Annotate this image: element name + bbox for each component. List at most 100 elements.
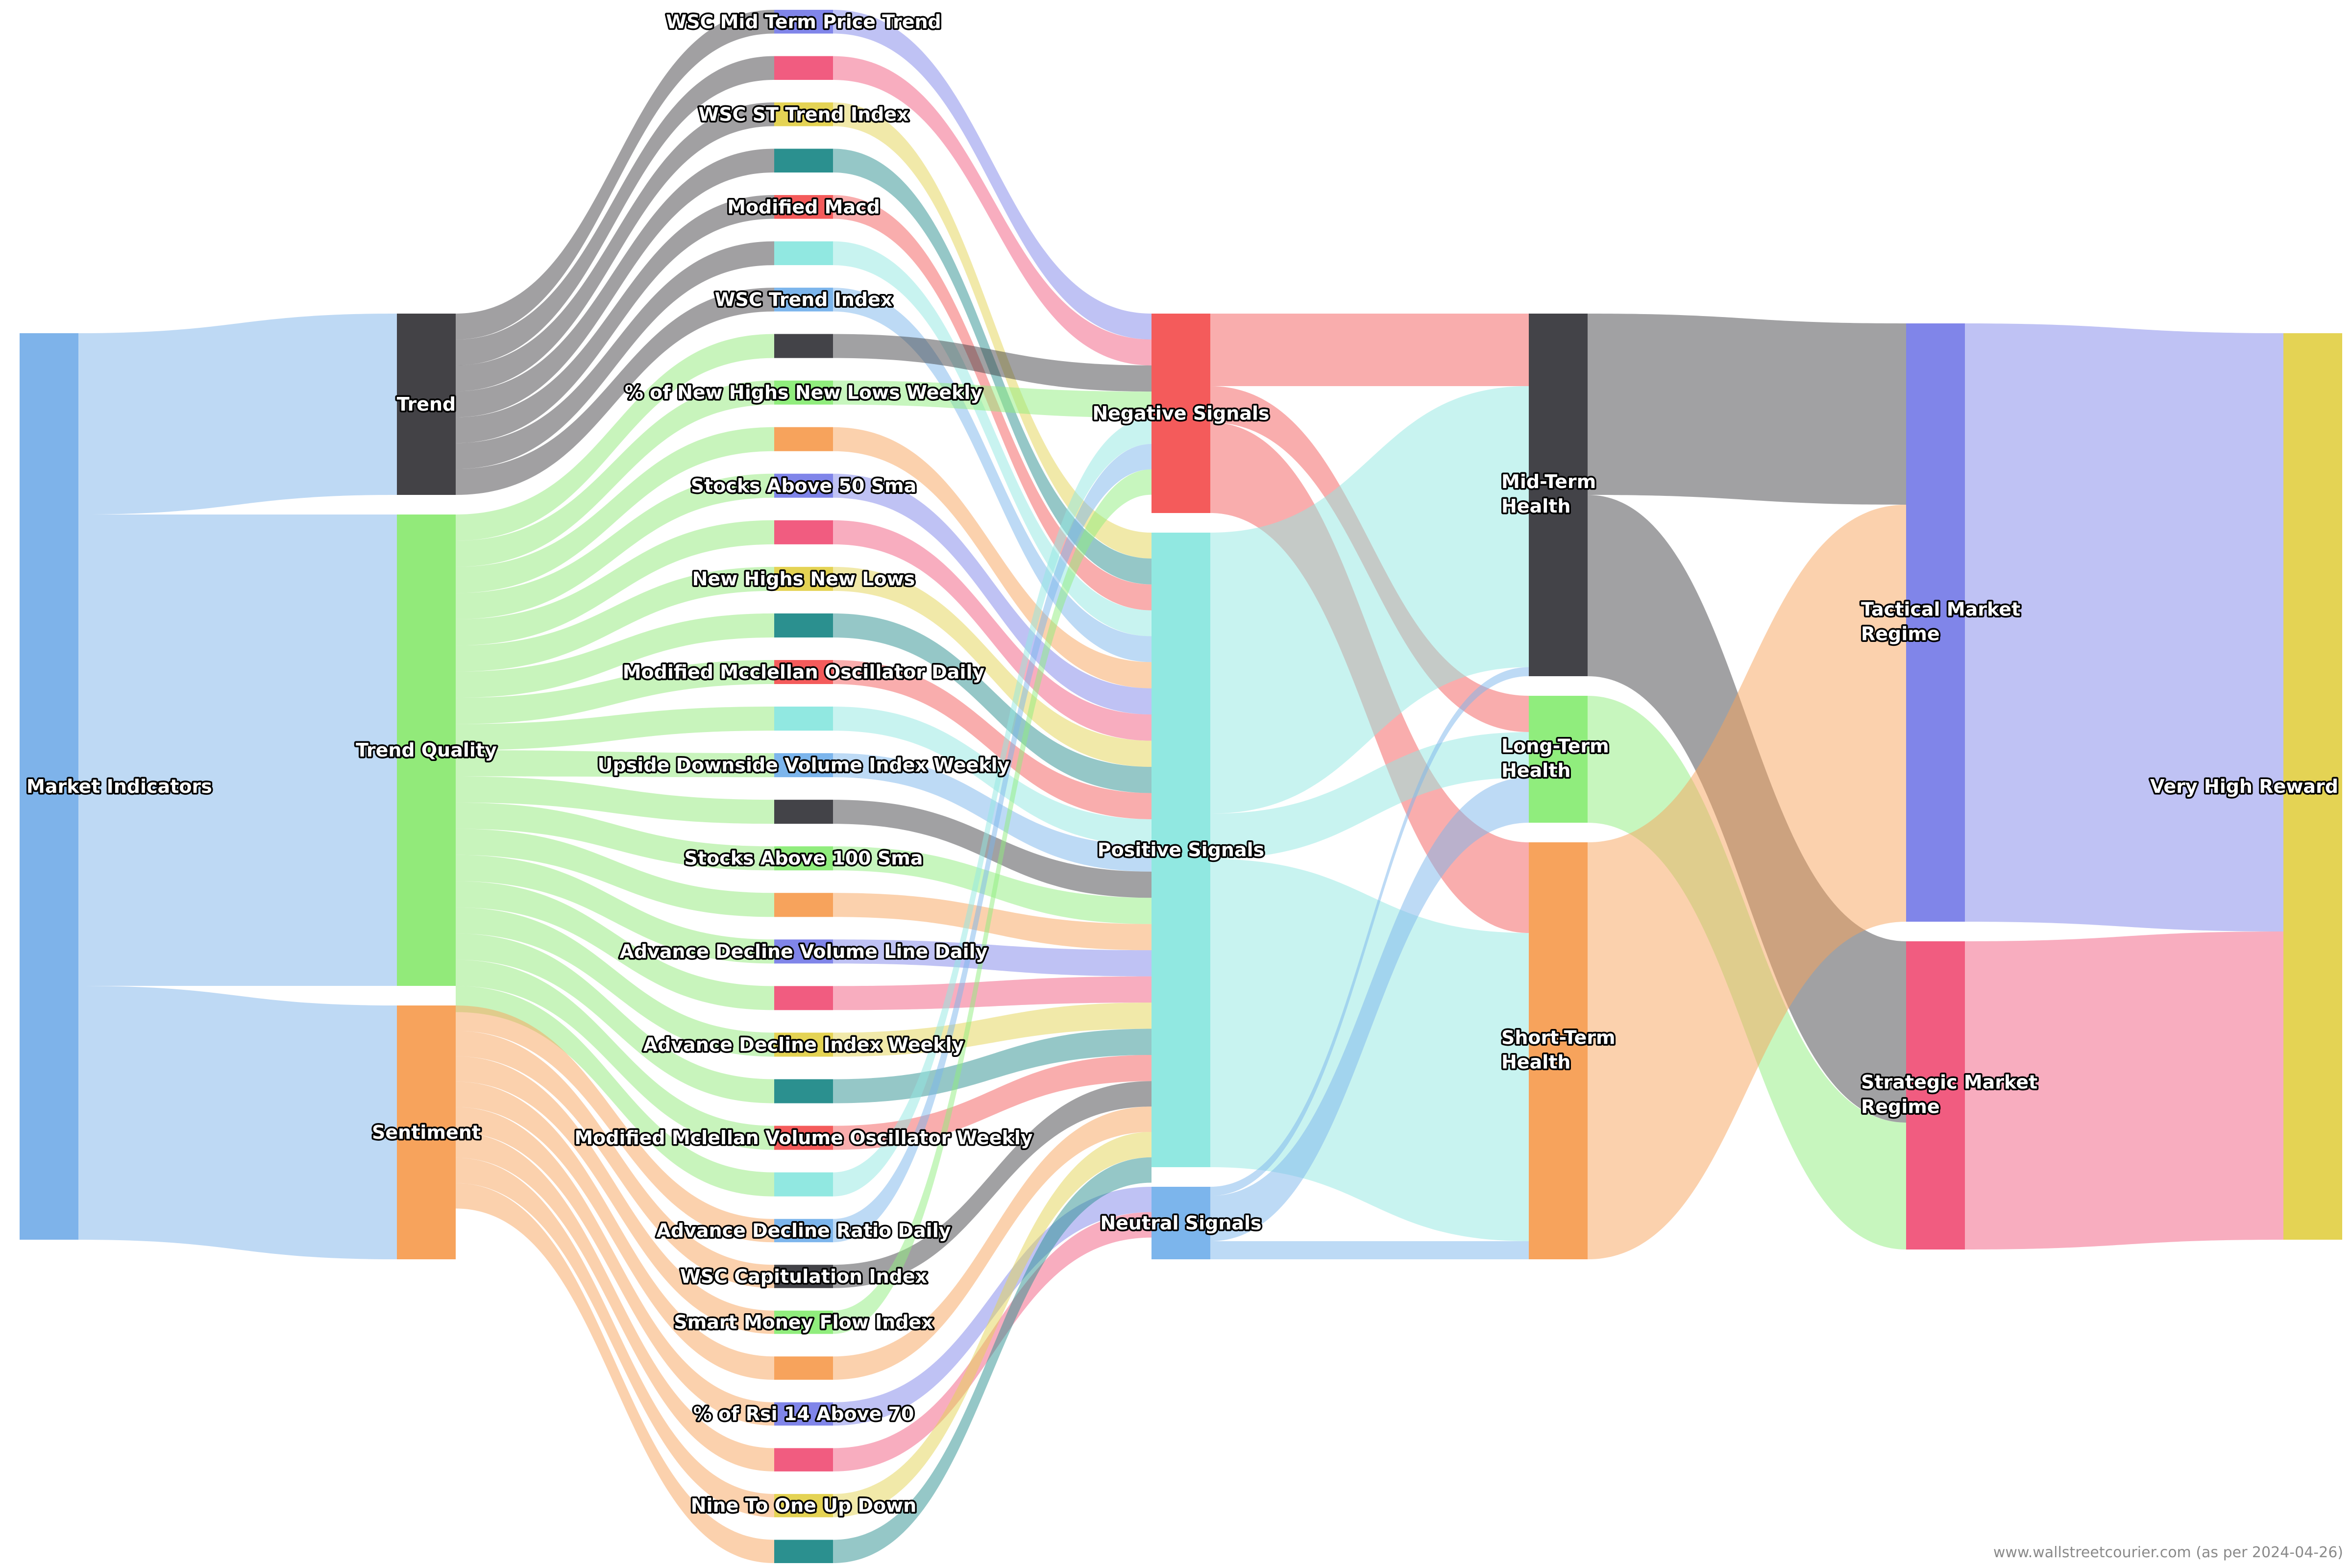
node-label-i23: Advance Decline Index Weekly: [643, 1034, 964, 1055]
link-i2-to-neg: [833, 56, 1152, 366]
node-label-i19: Stocks Above 100 Sma: [685, 848, 923, 869]
link-mid-to-tac: [1588, 314, 1906, 505]
node-i30: [774, 1356, 833, 1380]
link-tq-to-i25: [456, 959, 774, 1150]
link-i1-to-neg: [833, 10, 1152, 340]
node-i5: [774, 195, 833, 219]
link-tq-to-i26: [456, 986, 774, 1197]
node-i33: [774, 1494, 833, 1518]
link-pos-to-mid: [1210, 386, 1529, 814]
link-tq-to-i9: [456, 380, 774, 567]
nodes-layer: [20, 10, 2342, 1563]
link-i28-to-pos: [833, 1081, 1152, 1288]
link-tq-to-i17: [456, 750, 774, 778]
node-i31: [774, 1402, 833, 1426]
node-i7: [774, 288, 833, 312]
node-label-vhr: Very High Reward: [2150, 776, 2338, 797]
node-label-trend: Trend: [397, 393, 456, 415]
node-label-i27: Advance Decline Ratio Daily: [657, 1220, 951, 1241]
node-label-i13: New Highs New Lows: [692, 568, 915, 589]
node-i32: [774, 1448, 833, 1471]
link-trend-to-i1: [456, 10, 774, 340]
node-i3: [774, 102, 833, 126]
link-i33-to-pos: [833, 1132, 1152, 1518]
node-i15: [774, 660, 833, 685]
link-i24-to-pos: [833, 1029, 1152, 1103]
link-i23-to-pos: [833, 1003, 1152, 1057]
node-i24: [774, 1079, 833, 1103]
node-i18: [774, 800, 833, 824]
link-i9-to-neg: [833, 380, 1152, 418]
link-tq-to-i23: [456, 907, 774, 1057]
link-i10-to-pos: [833, 427, 1152, 688]
node-long: [1529, 696, 1588, 823]
node-i6: [774, 241, 833, 266]
node-label-i3: WSC ST Trend Index: [698, 103, 908, 125]
link-mi-to-sent: [78, 986, 397, 1259]
link-tq-to-i16: [456, 707, 774, 751]
link-i6-to-pos: [833, 241, 1152, 637]
link-trend-to-i7: [456, 288, 774, 495]
node-tq: [397, 514, 456, 986]
link-tac-to-vhr: [1965, 323, 2283, 931]
node-label-i9: % of New Highs New Lows Weekly: [625, 382, 983, 403]
link-i20-to-pos: [833, 893, 1152, 951]
link-trend-to-i6: [456, 241, 774, 469]
link-trend-to-i4: [456, 148, 774, 417]
node-label-i28: WSC Capitulation Index: [680, 1266, 927, 1287]
node-label-neu: Neutral Signals: [1100, 1212, 1261, 1234]
link-i32-to-neu: [833, 1212, 1152, 1471]
link-i26-to-neg: [833, 417, 1152, 1197]
link-tq-to-i20: [456, 829, 774, 917]
node-i11: [774, 473, 833, 498]
link-i14-to-pos: [833, 613, 1152, 793]
link-tq-to-i11: [456, 473, 774, 619]
link-i16-to-pos: [833, 707, 1152, 846]
link-i21-to-pos: [833, 939, 1152, 977]
link-sent-to-i32: [456, 1132, 774, 1471]
link-i30-to-pos: [833, 1106, 1152, 1380]
link-i19-to-pos: [833, 846, 1152, 924]
link-trend-to-i5: [456, 195, 774, 443]
link-sent-to-i28: [456, 1030, 774, 1288]
node-label-i25: Modified Mclellan Volume Oscillator Week…: [574, 1127, 1033, 1149]
node-i2: [774, 56, 833, 80]
link-tq-to-i12: [456, 520, 774, 646]
link-sent-to-i29: [456, 1056, 774, 1334]
link-neu-to-mid: [1210, 667, 1529, 1196]
node-i12: [774, 520, 833, 544]
link-tq-to-i21: [456, 855, 774, 964]
link-i31-to-neu: [833, 1187, 1152, 1426]
node-i25: [774, 1126, 833, 1150]
link-short-to-tac: [1588, 505, 1906, 1259]
node-label-i33: Nine To One Up Down: [691, 1495, 917, 1517]
link-i12-to-pos: [833, 520, 1152, 741]
node-i23: [774, 1032, 833, 1057]
node-label-i17: Upside Downside Volume Index Weekly: [598, 755, 1010, 776]
link-i29-to-neg: [833, 469, 1152, 1334]
link-sent-to-i33: [456, 1157, 774, 1518]
link-tq-to-i18: [456, 776, 774, 824]
node-neu: [1152, 1187, 1210, 1259]
node-i19: [774, 846, 833, 871]
link-tq-to-i19: [456, 802, 774, 871]
node-label-i5: Modified Macd: [727, 196, 880, 218]
node-label-mi: Market Indicators: [26, 776, 212, 797]
node-label-i11: Stocks Above 50 Sma: [691, 475, 917, 496]
link-i22-to-pos: [833, 976, 1152, 1010]
node-pos: [1152, 533, 1210, 1167]
node-i27: [774, 1219, 833, 1243]
node-label-i15: Modified Mcclellan Oscillator Daily: [623, 662, 985, 683]
node-label-pos: Positive Signals: [1098, 839, 1265, 861]
link-strat-to-vhr: [1965, 931, 2283, 1250]
node-strat: [1906, 941, 1965, 1250]
node-i14: [774, 613, 833, 637]
link-tq-to-i10: [456, 427, 774, 593]
link-i34-to-pos: [833, 1157, 1152, 1563]
link-pos-to-short: [1210, 859, 1529, 1241]
node-i17: [774, 753, 833, 778]
